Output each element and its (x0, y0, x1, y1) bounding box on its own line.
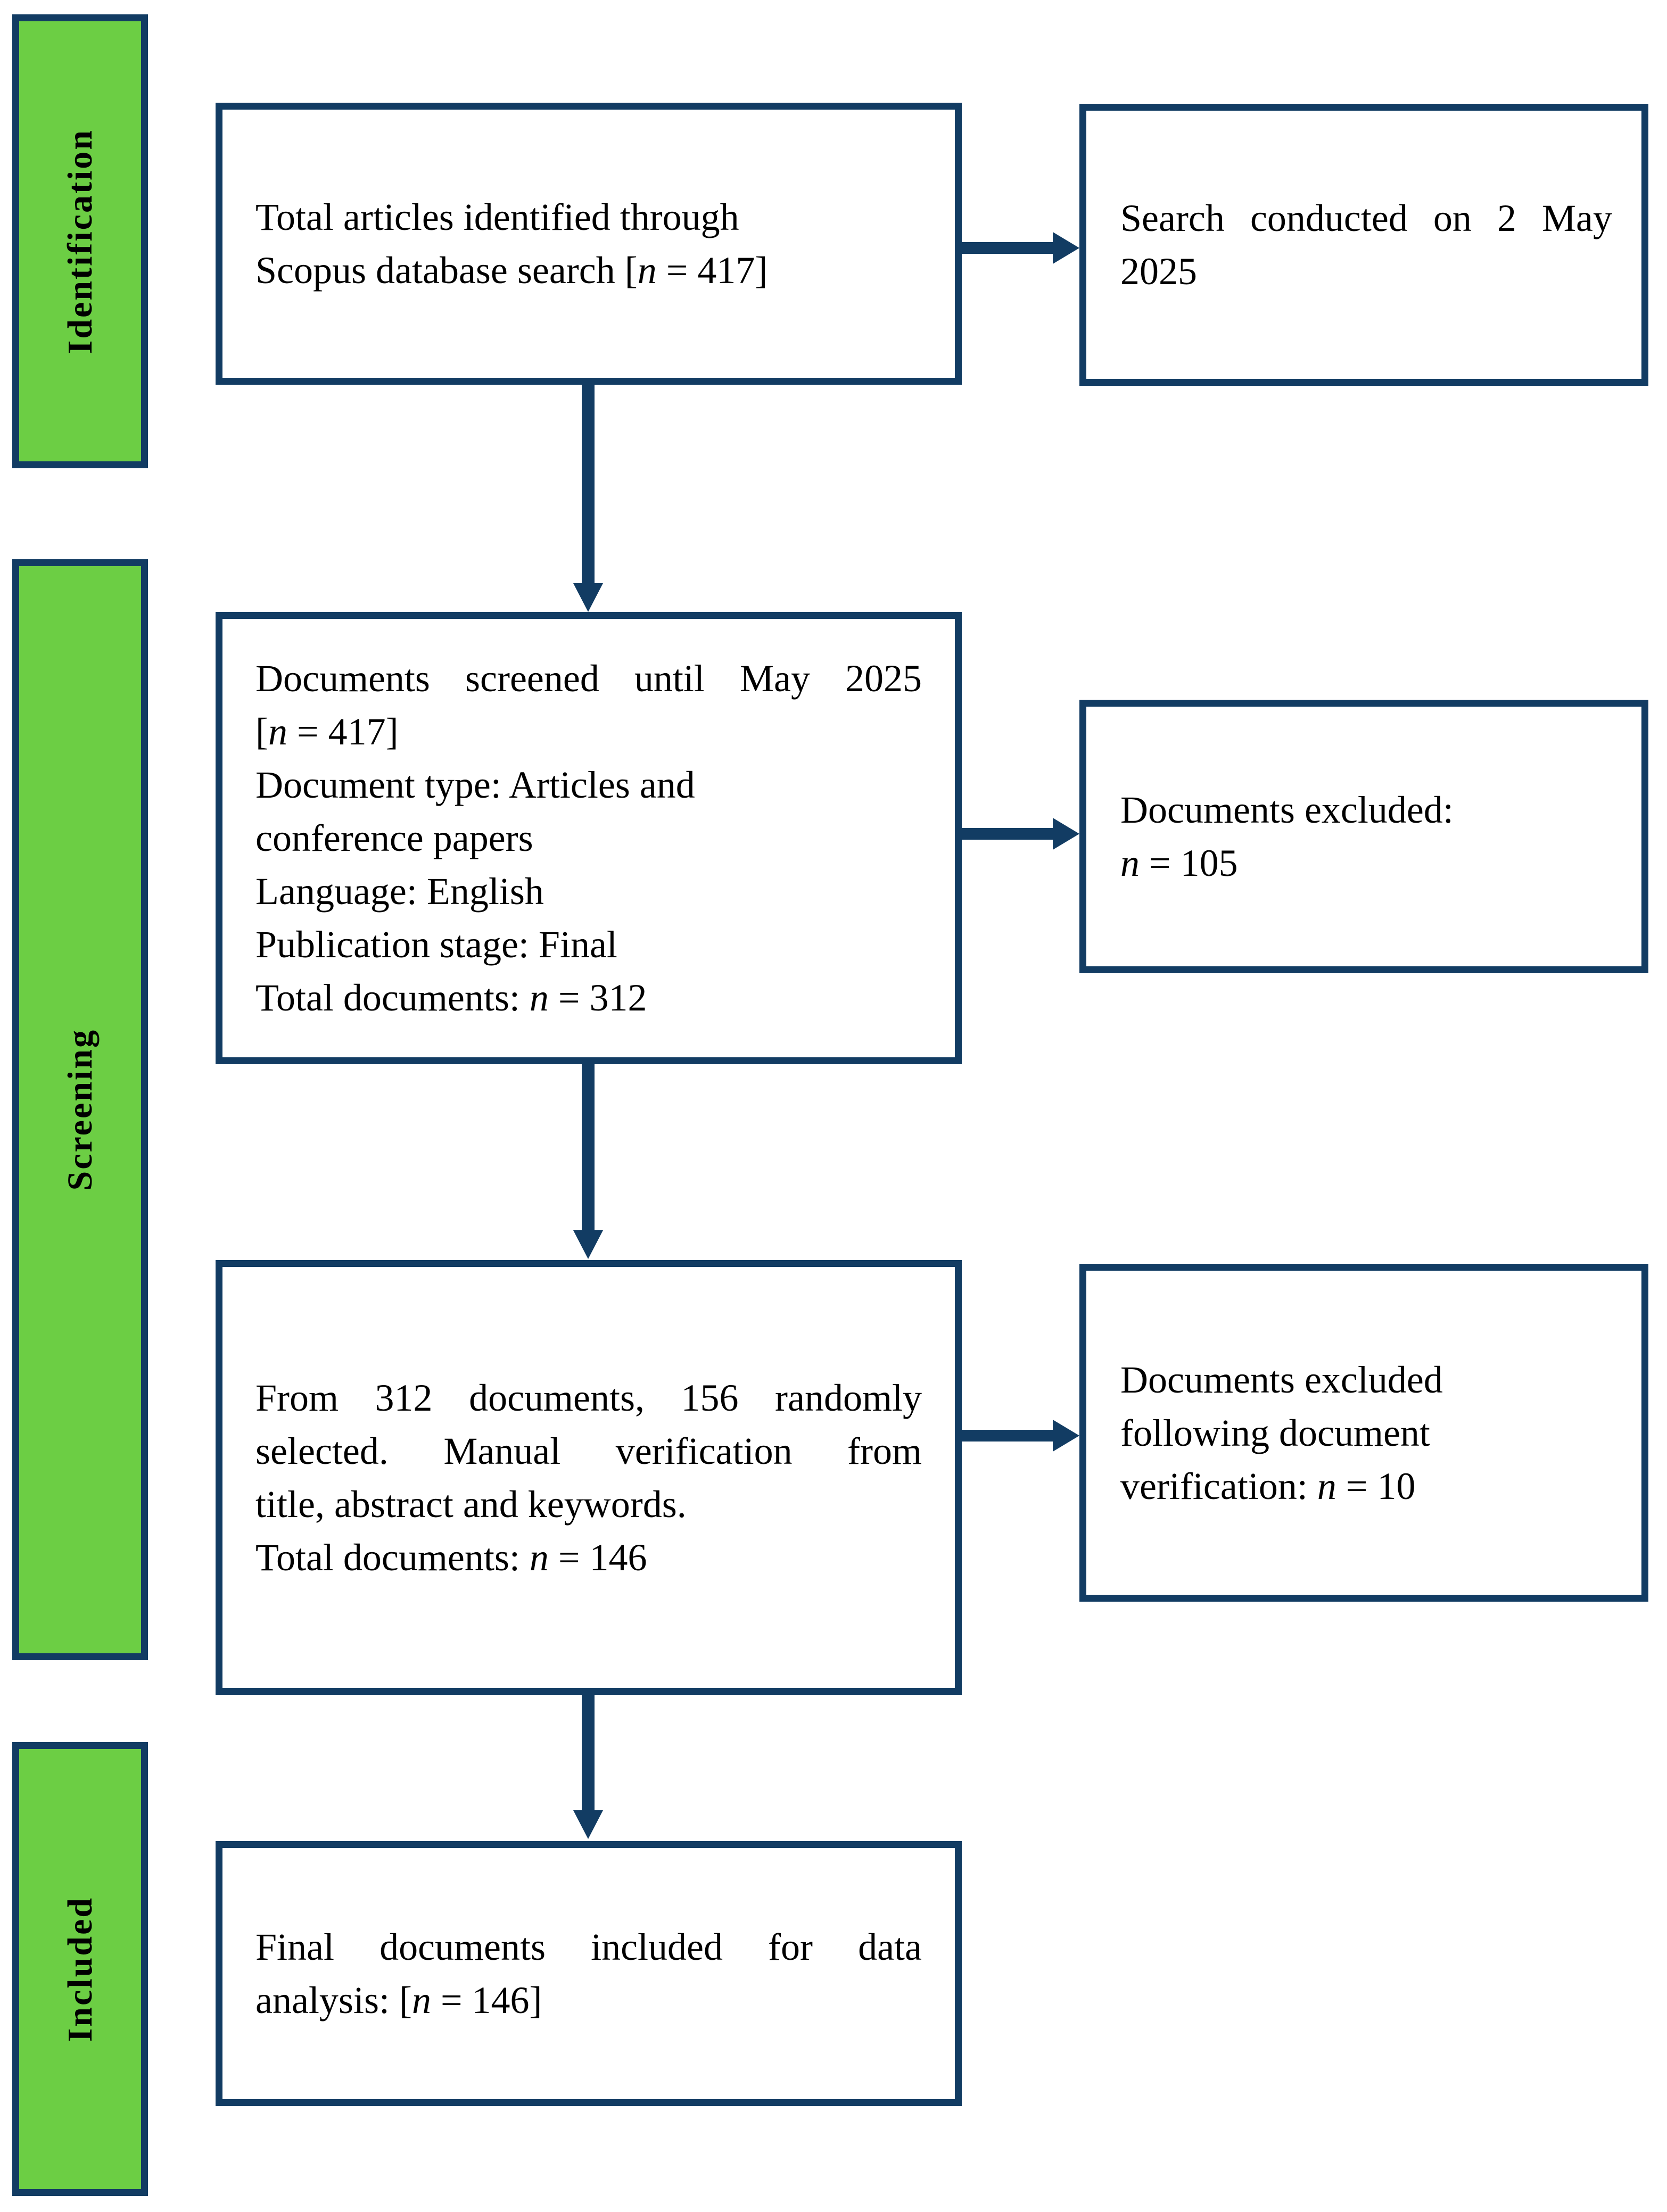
box-documents-screened-text: Documents screened until May 2025[n = 41… (255, 657, 922, 1019)
arrow-selection-to-excluded-verification-shaft (962, 1430, 1055, 1441)
stage-label-identification: Identification (60, 128, 100, 354)
box-documents-excluded-screening-text: Documents excluded:n = 105 (1120, 789, 1454, 884)
arrow-identified-down-to-screened-head (573, 583, 603, 612)
stage-bar-screening: Screening (12, 559, 148, 1660)
arrow-screened-down-to-selection-shaft (582, 1064, 595, 1230)
arrow-selection-down-to-final-head (573, 1810, 603, 1839)
stage-label-included: Included (60, 1896, 100, 2042)
stage-bar-identification: Identification (12, 14, 148, 468)
arrow-screened-to-excluded-shaft (962, 828, 1055, 840)
arrow-identified-down-to-screened-shaft (582, 385, 595, 583)
arrow-selection-down-to-final-shaft (582, 1695, 595, 1810)
stage-bar-included: Included (12, 1742, 148, 2196)
stage-label-screening: Screening (60, 1029, 100, 1191)
arrow-screened-down-to-selection-head (573, 1230, 603, 1259)
box-documents-excluded-screening: Documents excluded:n = 105 (1079, 700, 1648, 973)
arrow-identified-to-search-date-head (1053, 232, 1079, 264)
arrow-selection-to-excluded-verification-head (1053, 1420, 1079, 1452)
box-documents-screened: Documents screened until May 2025[n = 41… (216, 612, 962, 1064)
arrow-screened-to-excluded-head (1053, 818, 1079, 850)
arrow-identified-to-search-date-shaft (962, 242, 1055, 254)
